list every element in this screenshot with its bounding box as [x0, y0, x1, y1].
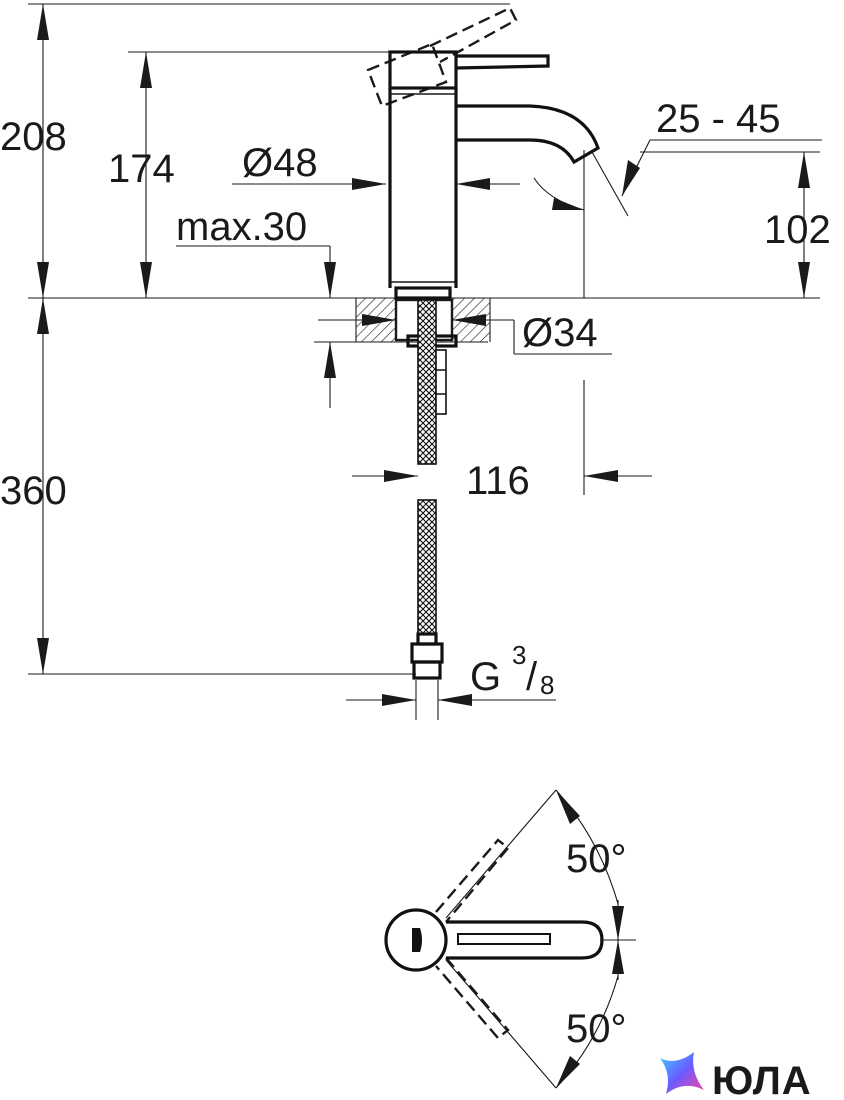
label-diameter-34: Ø34 — [522, 311, 598, 355]
label-208: 208 — [0, 115, 67, 159]
label-thread-denominator: 8 — [540, 670, 554, 700]
label-thread-slash: / — [526, 655, 538, 699]
dimension-tilt-angle: 25 - 45 — [533, 97, 822, 217]
label-diameter-48: Ø48 — [242, 141, 318, 185]
label-116: 116 — [466, 459, 530, 503]
label-angle-top: 50° — [566, 837, 627, 881]
label-thread-g: G — [470, 655, 501, 699]
dimension-max30: max.30 — [176, 205, 336, 408]
dimension-102: 102 — [764, 152, 831, 298]
brand-logo: ЮЛА — [660, 1052, 812, 1100]
label-max30: max.30 — [176, 205, 307, 249]
dimension-diameter-48: Ø48 — [232, 141, 520, 190]
label-angle-bottom: 50° — [566, 1007, 627, 1051]
label-25-45: 25 - 45 — [656, 97, 781, 141]
logo-mark-icon — [660, 1052, 704, 1094]
dimension-174: 174 — [108, 52, 175, 298]
faucet-body — [366, 6, 600, 300]
label-360: 360 — [0, 469, 67, 513]
dimension-360: 360 — [0, 298, 67, 674]
label-thread-numerator: 3 — [512, 640, 526, 670]
deck-section: Ø34 — [318, 298, 612, 355]
top-view: 50° 50° — [384, 789, 636, 1089]
dimension-208: 208 — [0, 4, 67, 298]
logo-text: ЮЛА — [712, 1059, 812, 1100]
dimension-116: 116 — [352, 459, 652, 503]
dimension-thread: G 3 / 8 — [346, 640, 556, 706]
label-102: 102 — [764, 208, 831, 252]
label-174: 174 — [108, 147, 175, 191]
supply-hoses — [410, 299, 447, 680]
